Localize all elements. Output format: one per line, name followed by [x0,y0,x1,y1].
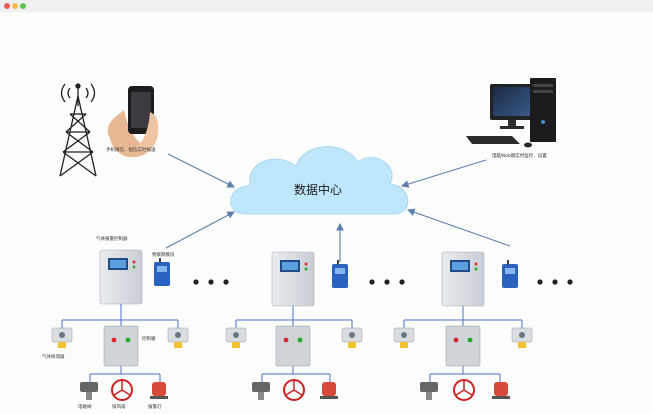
fan-caption: 排风扇 [112,403,126,410]
cloud-icon [230,146,409,215]
gas-detector-icon [167,327,189,348]
gas-detector-icon [51,327,73,348]
phone-icon [107,86,159,158]
fan-icon [283,379,305,401]
alarm-caption: 报警灯 [148,403,162,410]
diagram-canvas: 手机微信、短信实时报送 电脑Web端实时监控、设置 数据中心 气体报警控制器 物… [0,12,653,414]
cloud-label: 数据中心 [294,182,342,197]
close-dot[interactable] [4,3,10,9]
controller-icon [441,251,485,307]
bus-lines [235,306,353,382]
controller-caption: 气体报警控制器 [96,235,128,242]
gas-detector-icon [341,327,363,348]
computer-icon [466,78,556,148]
ellipsis [537,279,573,285]
ellipsis [193,279,229,285]
gas-detector-icon [225,327,247,348]
iot-module-icon [332,260,348,288]
pc-caption: 电脑Web端实时监控、设置 [492,152,547,159]
iot-module-icon [502,260,518,288]
controller-icon [271,251,315,307]
valve-icon [420,382,438,400]
control-box-icon [275,325,311,367]
valve-icon [80,382,98,400]
alarm-light-icon [320,382,338,399]
controller-icon [99,249,143,305]
bus-lines [403,306,523,382]
alarm-light-icon [150,382,168,399]
control-box-icon [103,325,139,367]
iot-module-icon [154,258,170,286]
alarm-light-icon [492,382,510,399]
module-caption: 物联网模块 [152,251,175,258]
fan-icon [111,379,133,401]
control-box-icon [445,325,481,367]
valve-icon [252,382,270,400]
bus-lines [61,304,179,382]
maximize-dot[interactable] [20,3,26,9]
gas-detector-icon [393,327,415,348]
gas-detector-icon [511,327,533,348]
fan-icon [453,379,475,401]
box-caption: 控制箱 [142,335,156,342]
minimize-dot[interactable] [12,3,18,9]
connection-arrows [165,153,511,262]
detector-caption: 气体探测器 [42,353,65,360]
network-diagram: 手机微信、短信实时报送 电脑Web端实时监控、设置 数据中心 气体报警控制器 物… [42,78,573,410]
valve-caption: 电磁阀 [78,403,92,410]
phone-caption: 手机微信、短信实时报送 [106,146,156,153]
tower-icon [59,83,97,177]
ellipsis [369,279,405,285]
